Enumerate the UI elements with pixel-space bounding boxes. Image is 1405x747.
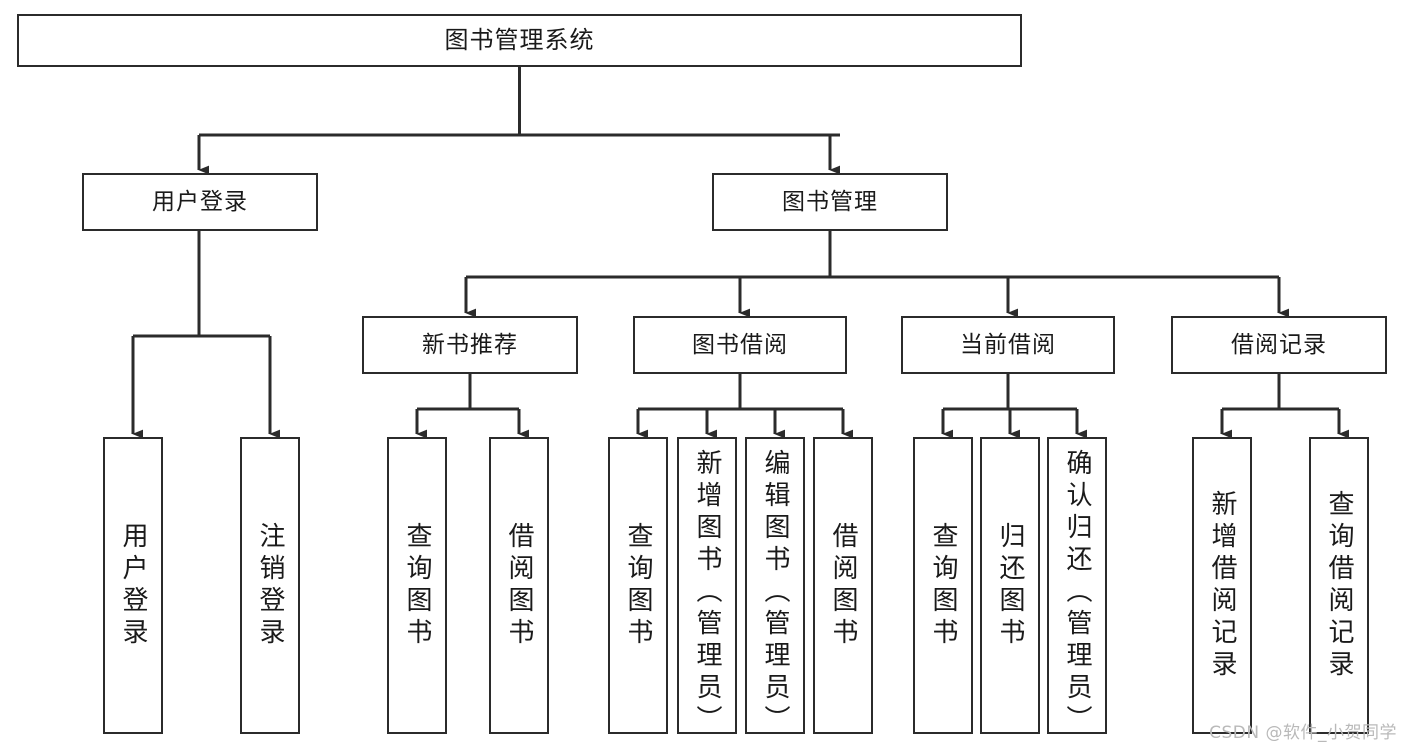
leaf-current-borrow-confirm-return[interactable]: 确认归还（管理员）	[1047, 437, 1107, 737]
leaf-borrow-record-add[interactable]: 新增借阅记录	[1192, 437, 1252, 734]
node-label: 借阅图书	[504, 521, 534, 650]
node-label: 图书管理	[782, 188, 878, 215]
node-label: 新增借阅记录	[1207, 489, 1237, 682]
node-label: 用户登录	[152, 188, 248, 215]
node-label: 查询图书	[623, 521, 653, 650]
node-label: 借阅图书	[828, 521, 858, 650]
node-user-login[interactable]: 用户登录	[82, 173, 318, 231]
leaf-current-borrow-query[interactable]: 查询图书	[913, 437, 973, 734]
node-label: 查询图书	[402, 521, 432, 650]
node-label: 注销登录	[255, 521, 285, 650]
leaf-current-borrow-return[interactable]: 归还图书	[980, 437, 1040, 734]
leaf-borrow-record-query[interactable]: 查询借阅记录	[1309, 437, 1369, 734]
node-label: 借阅记录	[1231, 331, 1327, 358]
node-borrow-record[interactable]: 借阅记录	[1171, 316, 1387, 374]
leaf-book-borrow-query[interactable]: 查询图书	[608, 437, 668, 734]
node-label: 图书管理系统	[444, 25, 595, 54]
leaf-book-borrow-add[interactable]: 新增图书（管理员）	[677, 437, 737, 737]
node-book-management[interactable]: 图书管理	[712, 173, 948, 231]
node-label: 图书借阅	[692, 331, 788, 358]
leaf-new-book-borrow[interactable]: 借阅图书	[489, 437, 549, 734]
node-root-book-management-system[interactable]: 图书管理系统	[17, 14, 1022, 67]
leaf-user-login-login[interactable]: 用户登录	[103, 437, 163, 734]
csdn-watermark: CSDN @软件_小贺同学	[1209, 723, 1397, 743]
node-label: 编辑图书（管理员）	[760, 449, 790, 737]
node-label: 新增图书（管理员）	[692, 449, 722, 737]
node-label: 查询借阅记录	[1324, 489, 1354, 682]
node-current-borrow[interactable]: 当前借阅	[901, 316, 1115, 374]
node-new-book-recommend[interactable]: 新书推荐	[362, 316, 578, 374]
node-book-borrow[interactable]: 图书借阅	[633, 316, 847, 374]
node-label: 归还图书	[995, 521, 1025, 650]
node-label: 当前借阅	[960, 331, 1056, 358]
leaf-book-borrow-edit[interactable]: 编辑图书（管理员）	[745, 437, 805, 737]
node-label: 新书推荐	[422, 331, 518, 358]
leaf-new-book-query[interactable]: 查询图书	[387, 437, 447, 734]
leaf-book-borrow-borrow[interactable]: 借阅图书	[813, 437, 873, 734]
leaf-user-login-logout[interactable]: 注销登录	[240, 437, 300, 734]
node-label: 查询图书	[928, 521, 958, 650]
node-label: 确认归还（管理员）	[1062, 449, 1092, 737]
node-label: 用户登录	[118, 521, 148, 650]
